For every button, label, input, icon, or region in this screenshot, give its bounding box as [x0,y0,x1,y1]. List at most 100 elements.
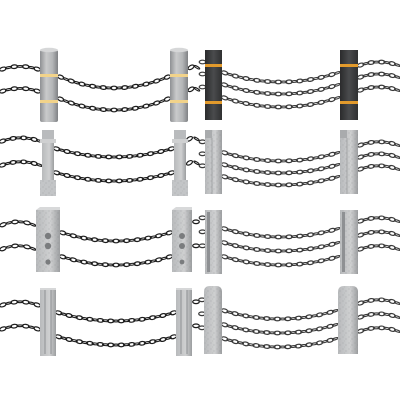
chain-link [117,263,125,267]
chain-link [315,326,324,332]
chain-link [90,237,99,243]
chain-link [333,163,341,167]
chain-link [242,259,251,265]
chain-link [323,243,331,248]
chain-link [257,330,266,334]
chain-link [367,311,376,317]
fence-slab-post-grooved [198,210,400,274]
chain-link [258,248,266,252]
chain-link [383,298,391,302]
chain-link [328,175,336,181]
chain-link [367,297,376,303]
chain-link [290,249,299,253]
chain-link [295,247,304,253]
chain-link [85,261,93,265]
chain-link [362,153,370,158]
chain-link [258,170,266,174]
chain-link [122,262,131,268]
chain-link [247,77,256,82]
chain-link [393,315,400,319]
chain-link [136,152,144,158]
chain-link [280,235,288,239]
chain-link [268,317,276,321]
chain-link [198,215,207,221]
chain-link [333,241,341,245]
chain-link [122,238,131,244]
chain-link [126,85,134,89]
chain-link [80,235,88,241]
chain-link [377,215,386,221]
chain-link [326,323,334,329]
chain-link [269,105,277,109]
chain-link [274,248,283,254]
chain-link [377,297,386,303]
chain-link [263,262,272,267]
chain-link [258,182,266,186]
chain-link [321,311,329,316]
chain-link [115,86,123,90]
chain-link [305,328,313,334]
chain-link [323,153,331,158]
chain-link [372,72,381,76]
chain-link [14,160,23,164]
chain-link [9,135,18,141]
chain-link [388,164,396,170]
chain-link [192,243,200,249]
chain-link [94,107,102,111]
chain-link [312,88,320,93]
chain-link [290,159,299,163]
chain-link [280,171,288,175]
chain-link [321,339,329,344]
chain-link [21,64,30,70]
chain-link [367,60,376,66]
chain-link [237,75,245,80]
chain-link [0,246,7,252]
chain-link [289,317,297,321]
chain-link [285,158,293,164]
chain-link [301,261,309,266]
chain-link [99,85,108,90]
chain-link [268,331,276,335]
chain-link [85,237,93,241]
chain-link [241,341,250,347]
chain-link [372,85,381,89]
chain-link [258,234,266,238]
chain-link [242,101,250,106]
chain-link [328,227,336,233]
chain-link [115,178,124,184]
chain-link [137,83,145,87]
chain-link [252,157,261,162]
chain-link [331,323,339,327]
chain-link [301,233,309,238]
chain-link [388,298,396,304]
chain-link [258,91,266,95]
chain-link [75,339,84,345]
chain-link [274,262,283,268]
chain-link [284,344,292,350]
chain-link [138,340,146,346]
chain-link [269,92,277,96]
chain-link [73,175,82,181]
chain-link [372,326,381,330]
stone-post-left [36,207,60,272]
chain-link [300,329,308,334]
chain-link [323,86,331,90]
chain-link [280,159,288,163]
chain-link [29,222,37,227]
chain-link [274,158,283,164]
chain-link [237,259,245,263]
chain-link [63,148,71,154]
granite-rounded-post-left [204,286,222,354]
chain-link [377,139,386,145]
chain-link [198,243,207,249]
chain-link [312,101,320,106]
fence-rounded-top-granite-post [198,286,400,354]
chain-link [144,235,152,241]
chain-link [67,100,76,106]
chain-link [139,237,147,241]
chain-link [131,178,139,182]
chain-link [107,239,115,243]
chain-link [141,176,149,181]
chain-link [198,163,207,169]
chain-link [231,73,240,79]
